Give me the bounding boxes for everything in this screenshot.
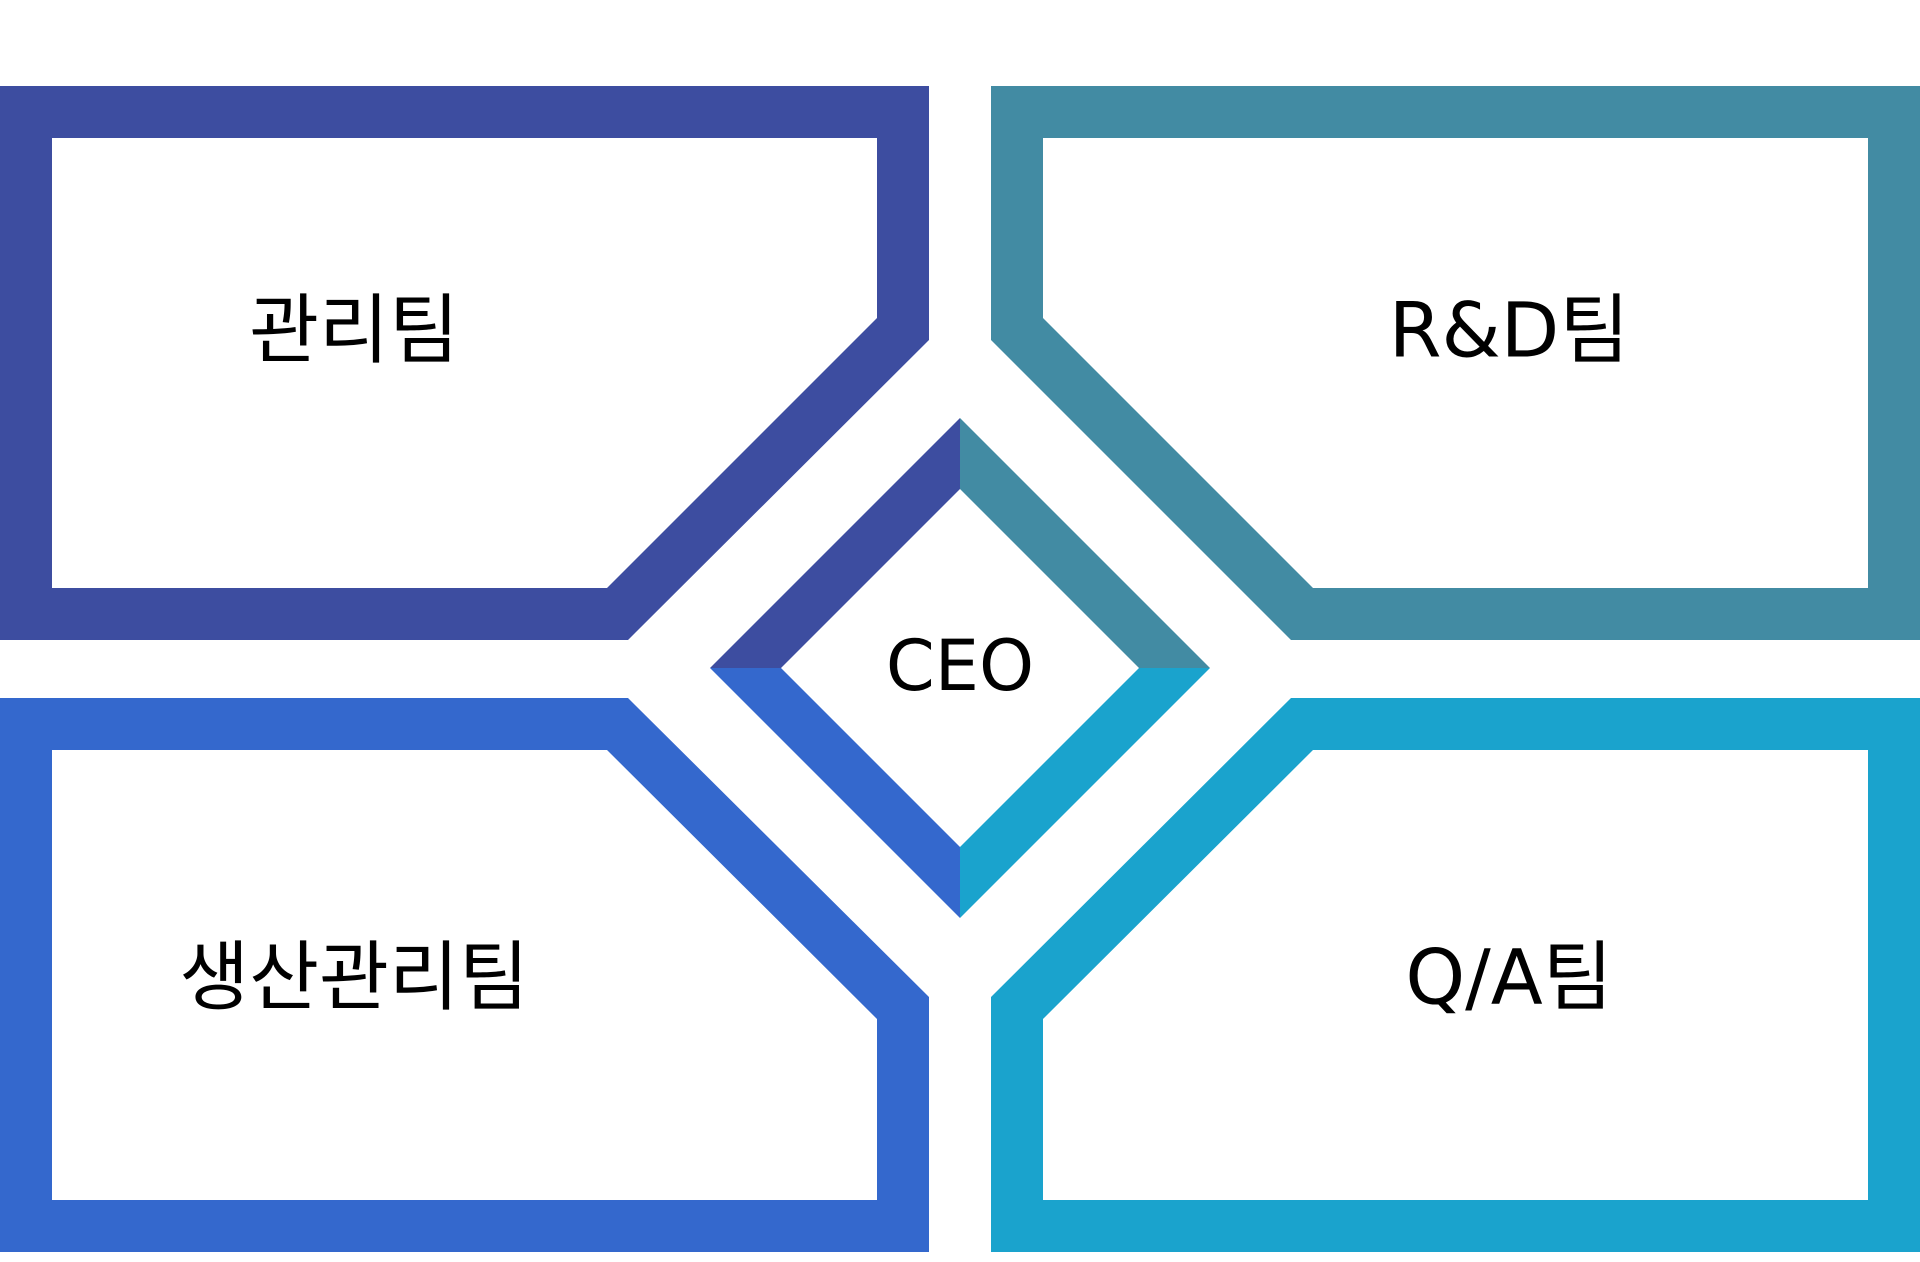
ceo-ring-segment-top-right	[960, 418, 1210, 668]
ceo-ring-segment-top-left	[710, 418, 960, 668]
ceo-ring-segment-bottom-right	[960, 668, 1210, 918]
ceo-ring-segment-bottom-left	[710, 668, 960, 918]
rnd-team-label: R&D팀	[1389, 286, 1630, 375]
production-team-label: 생산관리팀	[179, 933, 529, 1022]
management-team-frame	[0, 86, 929, 640]
qa-team-frame	[991, 698, 1920, 1252]
qa-team-label: Q/A팀	[1405, 933, 1612, 1022]
ceo-label: CEO	[886, 625, 1034, 707]
production-team-frame	[0, 698, 929, 1252]
management-team-label: 관리팀	[249, 286, 459, 375]
rnd-team-frame	[991, 86, 1920, 640]
